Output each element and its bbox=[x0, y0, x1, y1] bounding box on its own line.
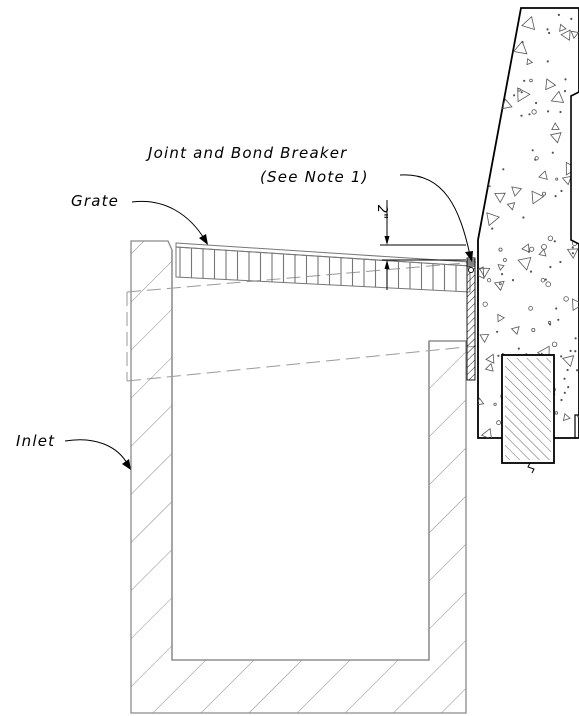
inlet-leader bbox=[64, 439, 129, 466]
grate-label: Grate bbox=[71, 192, 119, 210]
dimension-label: 2" bbox=[374, 205, 389, 219]
grate-alternate-outline bbox=[126, 261, 477, 382]
grate bbox=[175, 242, 471, 293]
joint-label-line1: Joint and Bond Breaker bbox=[145, 144, 348, 162]
inlet-box bbox=[130, 240, 467, 714]
block-support bbox=[501, 354, 555, 474]
joint-label-line2: (See Note 1) bbox=[260, 168, 369, 186]
concrete-curb bbox=[477, 7, 579, 439]
joint-leader bbox=[399, 174, 471, 256]
joint-bond-breaker bbox=[466, 257, 476, 381]
leaders bbox=[64, 174, 473, 470]
inlet-label: Inlet bbox=[16, 432, 55, 450]
dimension-2-inch: 2" bbox=[374, 200, 466, 290]
grate-leader bbox=[131, 200, 206, 241]
